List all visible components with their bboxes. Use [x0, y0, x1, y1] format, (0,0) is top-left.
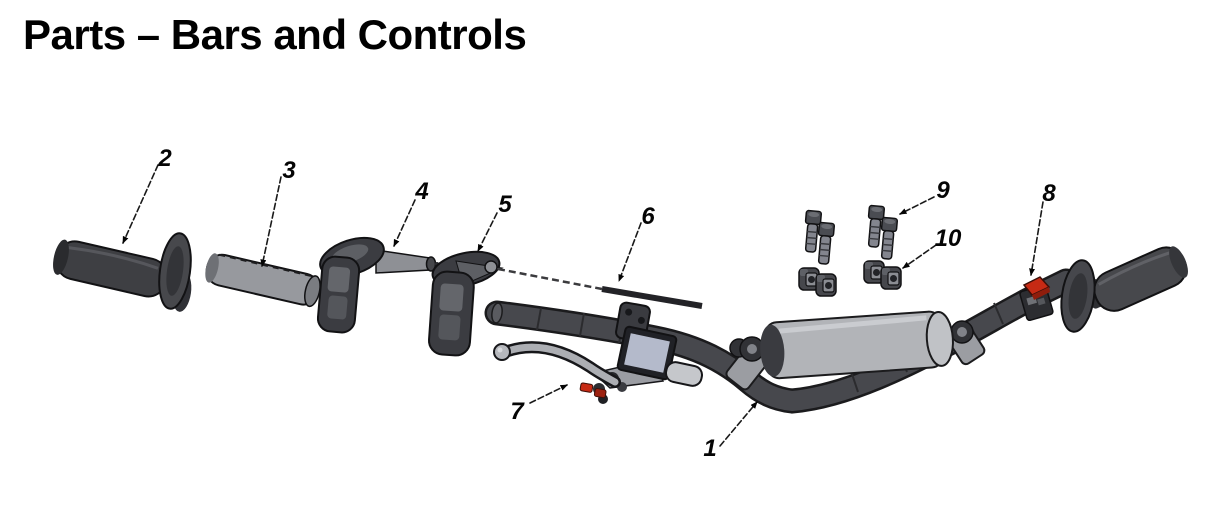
- callout-8: 8: [1029, 180, 1056, 276]
- callout-1: 1: [703, 401, 758, 462]
- callout-2: 2: [122, 145, 172, 244]
- callout-1-leader: [719, 401, 758, 447]
- callout-2-label: 2: [157, 145, 172, 172]
- callout-8-label: 8: [1042, 180, 1056, 207]
- callout-9-leader: [899, 196, 935, 215]
- page-title: Parts – Bars and Controls: [23, 11, 527, 58]
- callout-5-label: 5: [498, 191, 512, 218]
- callout-7-leader: [529, 384, 568, 404]
- callout-8-leader: [1029, 201, 1044, 276]
- callout-4-label: 4: [414, 178, 428, 205]
- callout-6: 6: [618, 203, 655, 282]
- callout-5-leader: [477, 212, 498, 252]
- crossbar-pad-part: [760, 310, 954, 380]
- callout-3: 3: [260, 157, 296, 267]
- callout-9: 9: [899, 177, 950, 215]
- throttle-cable-part: [484, 260, 703, 309]
- callout-10: 10: [902, 225, 962, 269]
- brake-master-cylinder-part: [493, 301, 704, 404]
- callout-7-label: 7: [510, 398, 525, 425]
- kill-switch-part: [1019, 276, 1054, 322]
- callouts: 1 2 3 4 5 6 7: [122, 145, 1056, 462]
- callout-10-label: 10: [935, 225, 962, 252]
- throttle-housing-rear-part: [427, 250, 504, 357]
- throttle-housing-front-part: [316, 236, 439, 334]
- callout-9-label: 9: [936, 177, 950, 204]
- brake-fluid-reservoir: [616, 325, 678, 381]
- left-grip-part: [53, 232, 192, 312]
- callout-2-leader: [122, 164, 159, 244]
- callout-4-leader: [393, 199, 416, 247]
- callout-1-label: 1: [703, 435, 716, 462]
- callout-3-leader: [260, 176, 282, 267]
- callout-6-label: 6: [641, 203, 655, 230]
- callout-5: 5: [477, 191, 512, 252]
- callout-4: 4: [393, 178, 429, 247]
- right-grip-part: [1060, 246, 1188, 333]
- callout-7: 7: [510, 384, 568, 425]
- bar-clamps-part: [798, 260, 902, 297]
- callout-6-leader: [618, 222, 642, 282]
- callout-10-leader: [902, 244, 937, 269]
- mount-bolts-part: [802, 204, 899, 266]
- callout-3-label: 3: [282, 157, 296, 184]
